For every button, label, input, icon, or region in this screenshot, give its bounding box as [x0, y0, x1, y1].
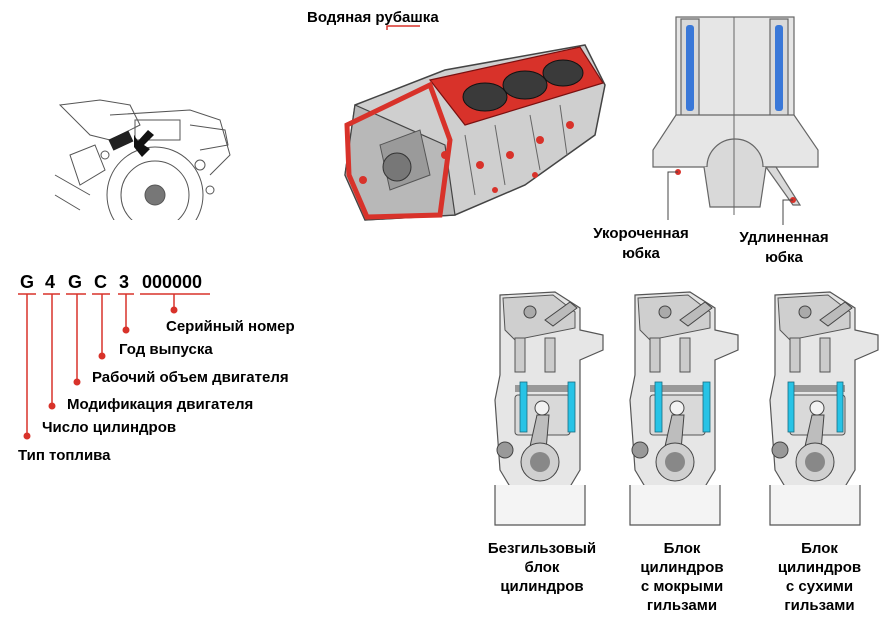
label-production-year: Год выпуска	[119, 341, 213, 358]
code-char-displacement: C	[94, 272, 107, 292]
caption-wet-liner-block-line3: с мокрыми	[640, 578, 724, 595]
code-char-modification: G	[68, 272, 83, 292]
caption-dry-liner-block: Блок цилиндров с сухими гильзами	[757, 539, 880, 615]
code-char-fuel: G	[20, 272, 35, 292]
cylinder-block-water-jacket-illustration	[344, 25, 606, 221]
caption-dry-liner-block-line3: с сухими	[785, 578, 854, 595]
caption-linerless-block: Безгильзовый блок цилиндров	[472, 539, 612, 596]
label-modification: Модификация двигателя	[67, 396, 254, 413]
caption-dry-liner-block-line1: Блок	[801, 540, 838, 557]
label-long-skirt: Удлиненная юбка	[728, 228, 840, 268]
label-long-skirt-line2: юбка	[765, 249, 803, 266]
caption-wet-liner-block-line1: Блок	[663, 540, 701, 557]
label-serial-number: Серийный номер	[166, 318, 295, 335]
code-char-cylinders: 4	[45, 272, 56, 292]
caption-linerless-block-line1: Безгильзовый	[487, 540, 597, 557]
code-char-year: 3	[119, 272, 130, 292]
label-short-skirt-line2: юбка	[622, 245, 660, 262]
label-short-skirt: Укороченная юбка	[582, 224, 700, 264]
caption-dry-liner-block-line2: цилиндров	[777, 559, 862, 576]
label-long-skirt-line1: Удлиненная	[739, 229, 829, 246]
caption-dry-liner-block-line4: гильзами	[784, 597, 855, 614]
engine-code-leader-lines	[18, 293, 210, 440]
block-type-cross-sections	[494, 291, 879, 526]
label-displacement: Рабочий объем двигателя	[92, 369, 289, 386]
skirt-leader-lines	[667, 171, 793, 225]
label-water-jacket: Водяная рубашка	[307, 9, 439, 26]
label-fuel-type: Тип топлива	[18, 447, 111, 464]
caption-linerless-block-line3: цилиндров	[500, 578, 584, 595]
engine-number-location-illustration	[50, 95, 240, 220]
caption-linerless-block-line2: блок	[524, 559, 560, 576]
code-serial: 000000	[142, 272, 203, 292]
caption-wet-liner-block-line4: гильзами	[646, 597, 718, 614]
label-cylinder-count: Число цилиндров	[42, 419, 177, 436]
skirt-cross-section-diagram	[652, 16, 819, 215]
label-short-skirt-line1: Укороченная	[593, 225, 689, 242]
caption-wet-liner-block: Блок цилиндров с мокрыми гильзами	[617, 539, 747, 615]
caption-wet-liner-block-line2: цилиндров	[640, 559, 724, 576]
